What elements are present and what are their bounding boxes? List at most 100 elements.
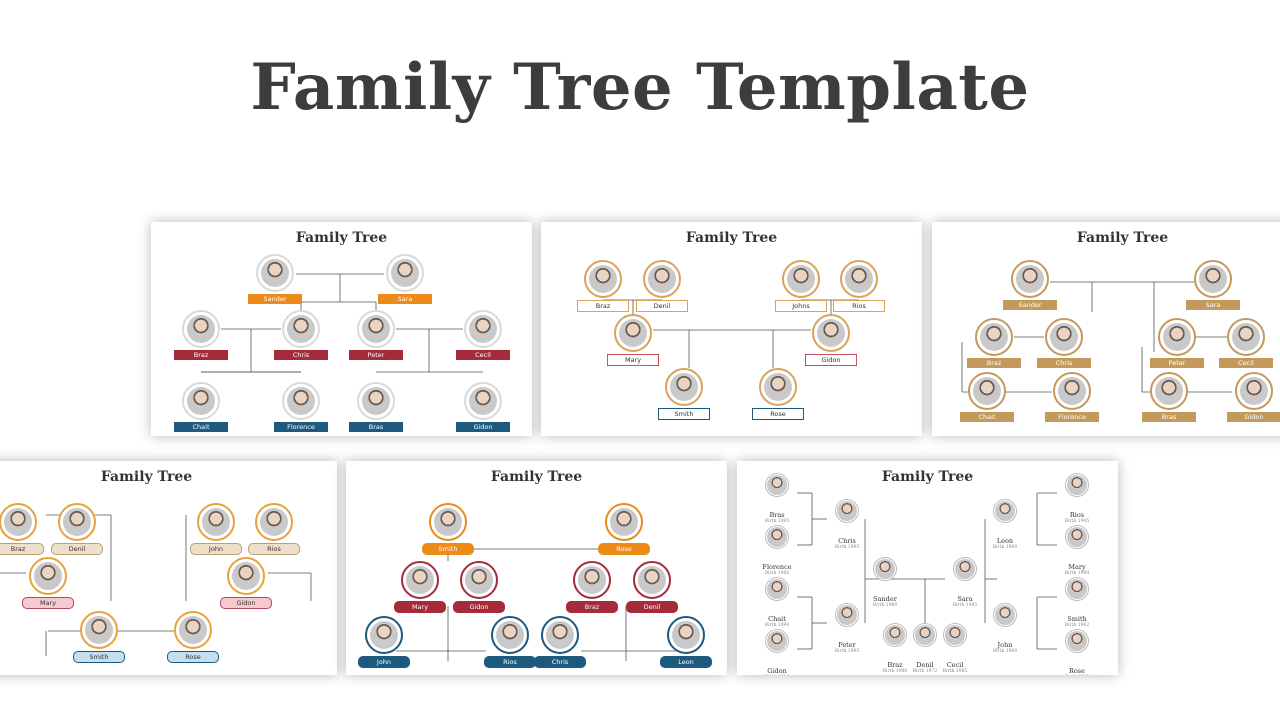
member-birth-year: Birth 1985	[834, 545, 860, 550]
member-birth-year: Birth 1960	[992, 649, 1018, 654]
portrait-photo	[362, 315, 390, 343]
member-name-label: Sander	[1003, 300, 1057, 310]
portrait-frame	[759, 368, 797, 406]
portrait-photo	[179, 616, 207, 644]
portrait-frame	[58, 503, 96, 541]
member-name-label: Chait	[174, 422, 228, 432]
portrait-photo	[63, 508, 91, 536]
portrait-photo	[202, 508, 230, 536]
portrait-photo	[885, 625, 905, 645]
member-name-label: Rose	[752, 408, 804, 420]
portrait-frame	[357, 310, 395, 348]
member-name-label: Rios	[484, 656, 536, 668]
page-title: Family Tree Template	[250, 50, 1030, 125]
member-name-label: Mary	[394, 601, 446, 613]
portrait-frame	[873, 557, 897, 581]
connector-lines	[0, 514, 312, 656]
member-name: Chait	[768, 615, 786, 623]
portrait-photo	[370, 621, 398, 649]
family-member-node: Chait	[171, 382, 231, 436]
portrait-photo	[995, 501, 1015, 521]
family-member-node: Cecil	[1216, 318, 1276, 382]
family-member-node: Rios	[829, 260, 889, 324]
member-birth-year: Birth 1995	[764, 519, 790, 524]
member-name-label: John	[358, 656, 410, 668]
member-birth-year: Birth 1985	[942, 669, 968, 674]
family-member-node: Gidon	[449, 561, 509, 625]
member-name: Leon	[996, 537, 1014, 545]
family-member-node: Chris	[271, 310, 331, 374]
portrait-photo	[187, 387, 215, 415]
portrait-frame	[1065, 525, 1089, 549]
portrait-frame	[182, 382, 220, 420]
member-name: Smith	[1067, 615, 1087, 623]
member-name-label: Chris	[1037, 358, 1091, 368]
portrait-frame	[1053, 372, 1091, 410]
family-member-node: Rose	[163, 611, 223, 675]
portrait-frame	[835, 603, 859, 627]
portrait-photo	[362, 387, 390, 415]
family-member-node: Denil	[47, 503, 107, 567]
family-member-node: Smith	[418, 503, 478, 567]
portrait-photo	[837, 605, 857, 625]
portrait-frame	[953, 557, 977, 581]
portrait-frame	[765, 629, 789, 653]
member-name-label: Mary	[607, 354, 659, 366]
family-member-node: Bras	[1139, 372, 1199, 436]
member-name: Braz	[887, 661, 903, 669]
member-birth-year: Birth 1972	[912, 669, 938, 674]
member-name: Gidon	[767, 667, 787, 675]
member-name-label: RoseBirth 1985	[1065, 667, 1090, 675]
member-name: Bras	[769, 511, 785, 519]
portrait-photo	[619, 319, 647, 347]
family-member-node: Leon	[656, 616, 716, 675]
member-name: Sara	[957, 595, 973, 603]
member-name-label: Leon	[660, 656, 712, 668]
member-birth-year: Birth 1960	[992, 545, 1018, 550]
portrait-photo	[34, 562, 62, 590]
portrait-frame	[782, 260, 820, 298]
family-member-node: Denil	[632, 260, 692, 324]
member-birth-year: Birth 1962	[1064, 623, 1090, 628]
member-name-label: Gidon	[220, 597, 272, 609]
portrait-photo	[287, 315, 315, 343]
portrait-photo	[1067, 631, 1087, 651]
member-name: Peter	[838, 641, 856, 649]
portrait-frame	[812, 314, 850, 352]
slide-title: Family Tree	[685, 230, 778, 246]
member-name-label: Denil	[51, 543, 103, 555]
portrait-photo	[995, 605, 1015, 625]
portrait-photo	[187, 315, 215, 343]
member-name: John	[997, 641, 1013, 649]
member-birth-year: Birth 1994	[764, 623, 790, 628]
family-member-node: Mary	[603, 314, 663, 378]
member-birth-year: Birth 1945	[1064, 519, 1090, 524]
member-name-label: Bras	[349, 422, 403, 432]
member-name-label: Gidon	[1227, 412, 1280, 422]
member-name-label: Florence	[1045, 412, 1099, 422]
connector-lines	[603, 299, 859, 368]
portrait-frame	[835, 499, 859, 523]
member-name-label: Gidon	[456, 422, 510, 432]
member-name: Rose	[1069, 667, 1085, 675]
member-name-label: Smith	[73, 651, 125, 663]
portrait-frame	[256, 254, 294, 292]
portrait-photo	[1240, 377, 1268, 405]
portrait-frame	[765, 577, 789, 601]
family-member-node: Sander	[245, 254, 305, 318]
